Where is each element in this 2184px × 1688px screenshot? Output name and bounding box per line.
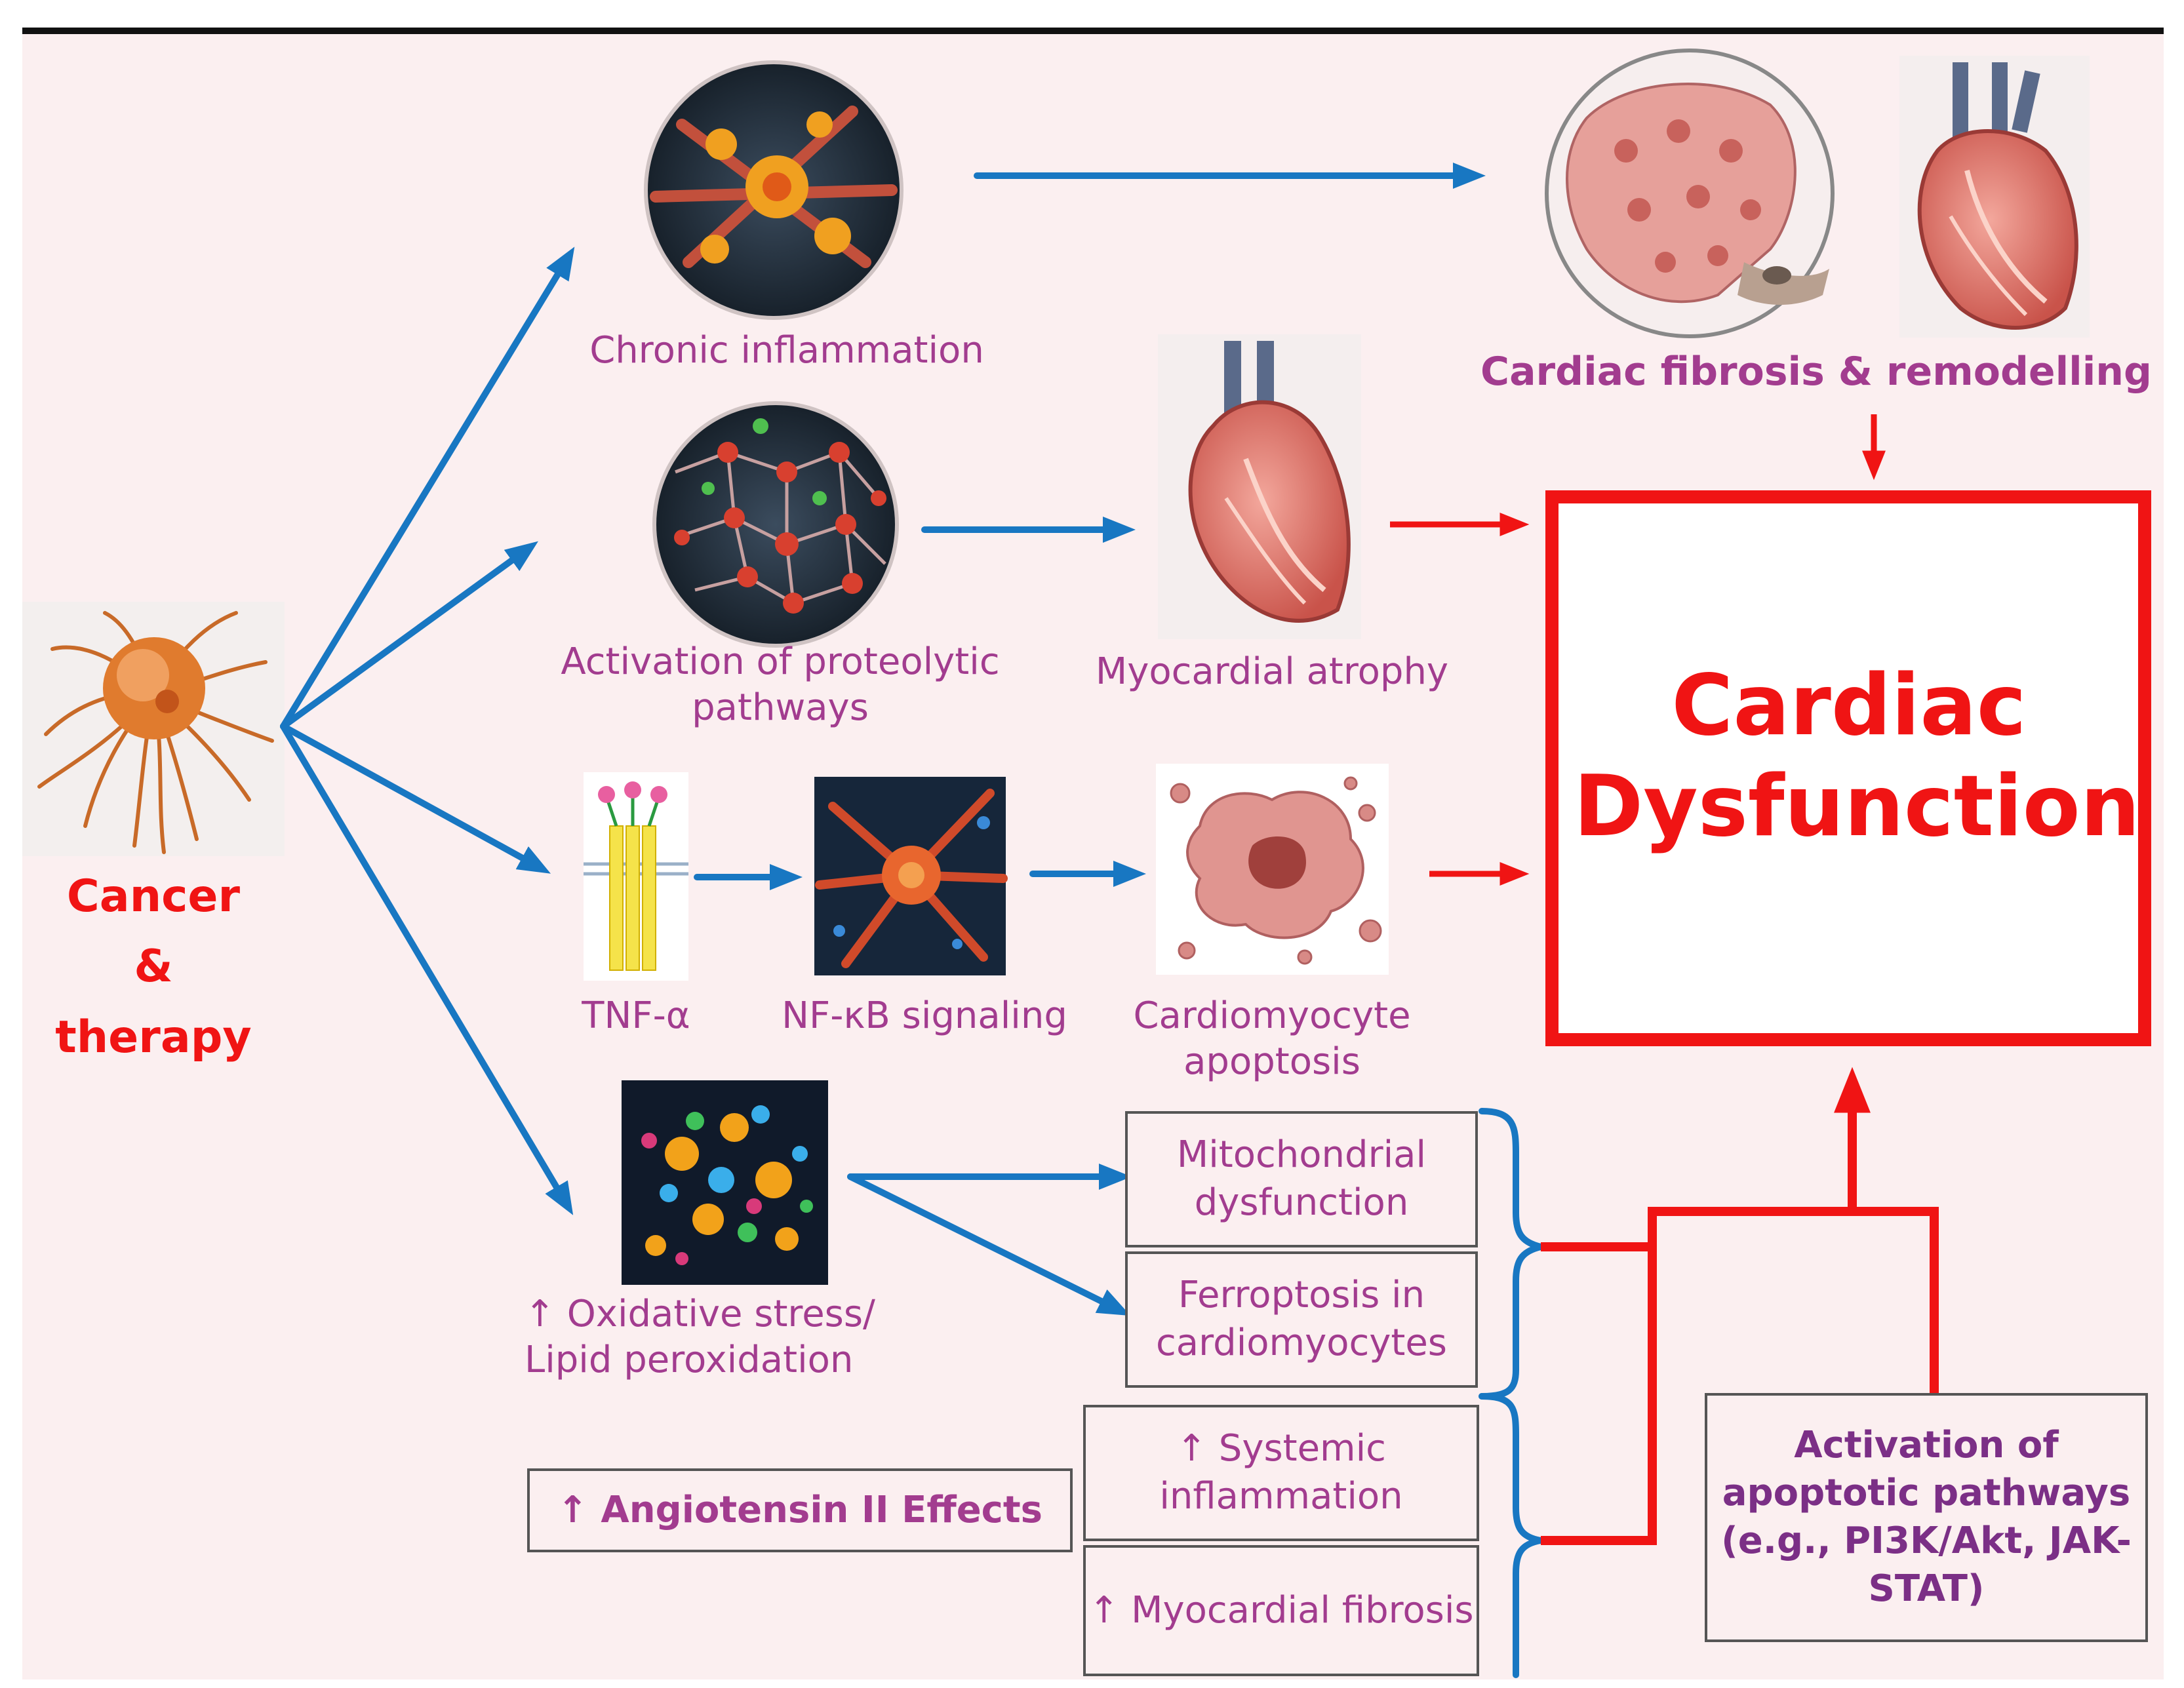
box-apoptotic-pathways: Activation of apoptotic pathways (e.g., … [1705, 1393, 2148, 1642]
apoptotic-cell-icon [1156, 764, 1389, 975]
cancer-cell-icon [22, 602, 285, 856]
label-fibrosis-remodelling: Cardiac fibrosis & remodelling [1480, 349, 2152, 395]
top-rule [22, 28, 2164, 34]
arrow-oxidative-to-ferroptosis [847, 1173, 1131, 1316]
arrow-cancer-to-oxidative [280, 723, 574, 1215]
box-myocardial-fibrosis: ↑ Myocardial fibrosis [1083, 1545, 1479, 1676]
box-ferroptosis: Ferroptosis in cardiomyocytes [1125, 1251, 1478, 1388]
red-connectors [1541, 1067, 1939, 1545]
cardiac-dysfunction-title: Cardiac Dysfunction [1574, 657, 2140, 855]
oxidative-molecules-icon [622, 1080, 828, 1285]
label-therapy: therapy [55, 1011, 252, 1063]
heart-remodel-icon [1899, 56, 2090, 338]
blue-arrows [280, 163, 1542, 1678]
bracket-upper [1479, 1108, 1542, 1400]
tnf-receptor-icon [584, 772, 688, 981]
label-chronic-inflammation: Chronic inflammation [589, 329, 984, 372]
cardiac-dysfunction-box [1545, 490, 2151, 1046]
box-angiotensin: ↑ Angiotensin II Effects [527, 1468, 1073, 1552]
label-tnf: TNF-α [582, 994, 690, 1037]
box-systemic: ↑ Systemic inflammation [1083, 1405, 1479, 1541]
label-myocardial-atrophy: Myocardial atrophy [1095, 650, 1449, 693]
label-ampersand: & [134, 941, 173, 992]
label-cancer: Cancer [66, 871, 241, 922]
arrow-cancer-to-proteolytic [280, 541, 538, 730]
proteolytic-network-icon [652, 401, 899, 648]
fibrosis-tissue-icon [1545, 49, 1835, 338]
label-oxidative: ↑ Oxidative stress/ Lipid peroxidation [525, 1293, 875, 1381]
heart-atrophy-icon [1158, 334, 1361, 639]
arrow-cancer-to-tnf [280, 723, 551, 874]
inflammation-cells-icon [644, 60, 903, 320]
box-mitochondrial: Mitochondrial dysfunction [1125, 1111, 1478, 1247]
bracket-lower [1479, 1393, 1541, 1678]
arrow-cancer-to-inflammation [280, 246, 575, 730]
label-nfkb: NF-κB signaling [782, 994, 1067, 1037]
nfkb-signaling-icon [814, 777, 1008, 975]
red-arrows [1390, 414, 1886, 886]
label-proteolytic: Activation of proteolytic pathways [561, 640, 1000, 729]
label-cardiomyocyte-apoptosis: Cardiomyocyte apoptosis [1133, 994, 1411, 1083]
